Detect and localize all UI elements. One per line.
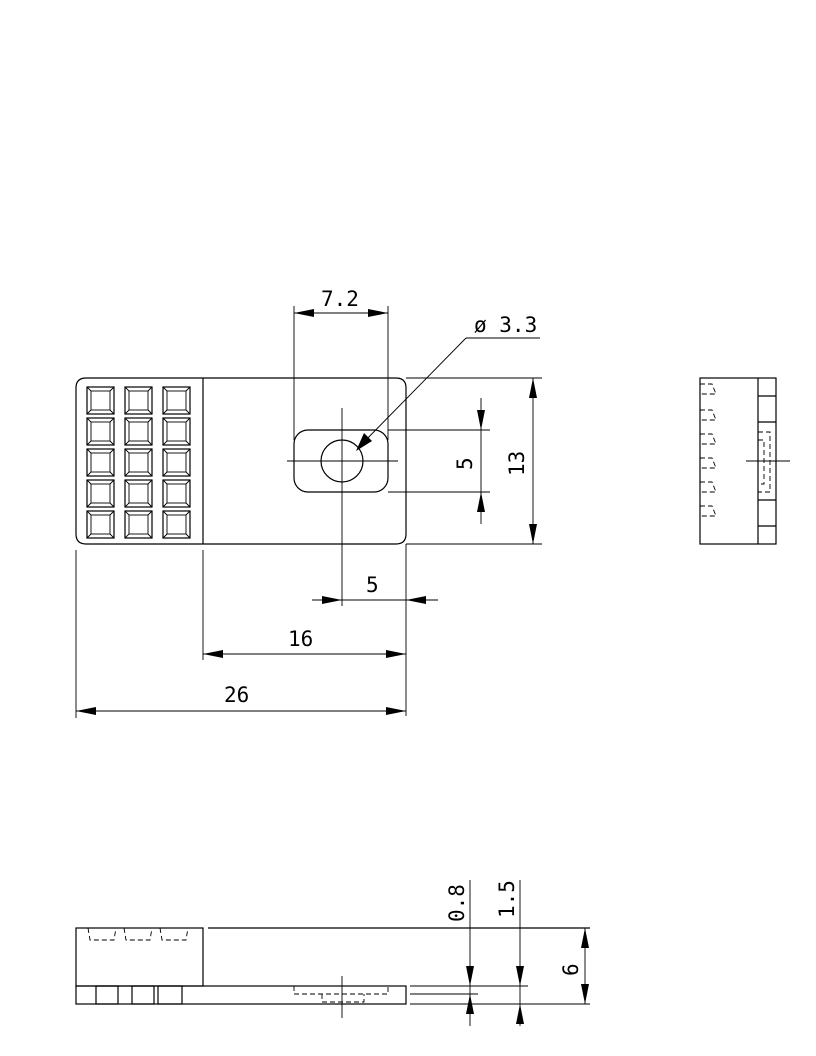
bottom-view (75, 927, 590, 1018)
key-cell (162, 386, 191, 415)
front-view-dimensions: 7.2 ø 3.3 5 13 5 16 (75, 287, 542, 718)
dim-part-height: 13 (505, 451, 529, 476)
dim-slot-width: 7.2 (321, 287, 359, 311)
key-cell (162, 417, 191, 446)
bottom-view-dimensions: 0.8 1.5 6 (445, 880, 589, 1026)
dim-thickness-lower: 1.5 (495, 880, 519, 918)
key-cell (124, 510, 153, 539)
key-cell (86, 479, 115, 508)
key-cell (124, 479, 153, 508)
front-view-outline (75, 377, 407, 545)
key-cell (124, 448, 153, 477)
key-cell (86, 417, 115, 446)
key-cell (86, 510, 115, 539)
key-grid (86, 386, 191, 539)
bottom-view-base-plate (75, 985, 407, 1005)
dim-slot-position: 16 (288, 627, 313, 651)
key-cell (86, 386, 115, 415)
key-cell (162, 479, 191, 508)
key-cell (124, 386, 153, 415)
dim-slot-height: 5 (453, 457, 477, 470)
key-cell (162, 448, 191, 477)
bottom-view-key-block (75, 927, 204, 987)
key-cell (162, 510, 191, 539)
key-cell (124, 417, 153, 446)
side-view (699, 377, 790, 545)
dim-thickness-upper: 0.8 (445, 884, 469, 922)
key-cell (86, 448, 115, 477)
dim-hole-offset: 5 (366, 573, 379, 597)
dim-total-thickness: 6 (559, 963, 583, 976)
dim-hole-diameter: ø 3.3 (474, 313, 537, 337)
dim-overall-length: 26 (224, 683, 249, 707)
front-view (75, 377, 407, 545)
